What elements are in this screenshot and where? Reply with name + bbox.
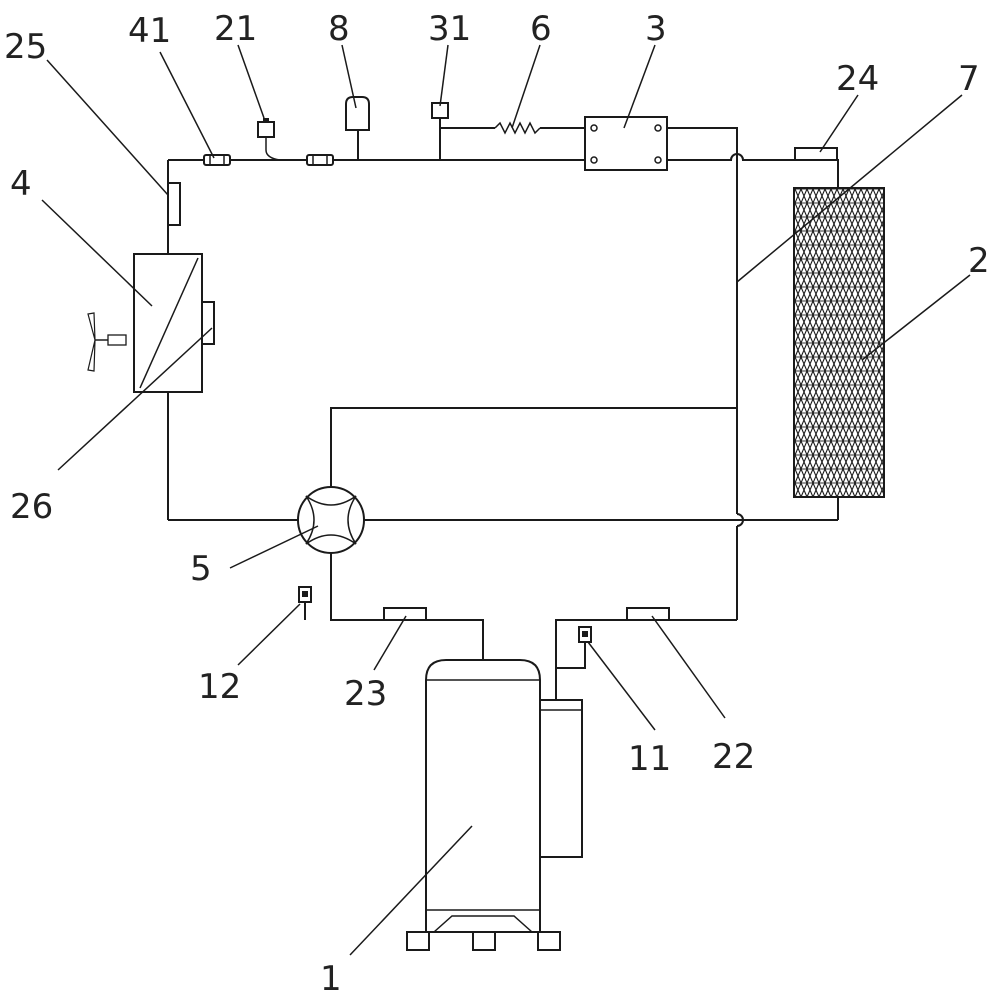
sensor-24 bbox=[794, 147, 838, 161]
four-way-valve-5 bbox=[297, 486, 365, 554]
filter-41 bbox=[203, 154, 231, 166]
label-24: 24 bbox=[836, 59, 879, 99]
leader-lines bbox=[41, 44, 971, 956]
capillary-6 bbox=[494, 121, 541, 135]
label-6: 6 bbox=[530, 9, 552, 49]
label-12: 12 bbox=[198, 667, 241, 707]
label-2: 2 bbox=[968, 241, 990, 281]
pipe-sensor-11 bbox=[556, 642, 586, 669]
sensor-23 bbox=[383, 607, 427, 621]
label-3: 3 bbox=[645, 9, 667, 49]
label-11: 11 bbox=[628, 739, 671, 779]
label-25: 25 bbox=[4, 27, 47, 67]
pressure-sensor-11 bbox=[578, 626, 592, 643]
label-31: 31 bbox=[428, 9, 471, 49]
fan-icon bbox=[87, 312, 127, 372]
label-4: 4 bbox=[10, 164, 32, 204]
accumulator bbox=[539, 699, 583, 858]
label-5: 5 bbox=[190, 549, 212, 589]
valve-21 bbox=[257, 118, 281, 161]
label-41: 41 bbox=[128, 11, 171, 51]
plate-heat-exchanger-3 bbox=[584, 116, 668, 171]
pipe-valve-top bbox=[330, 407, 737, 487]
receiver-8 bbox=[345, 96, 370, 160]
label-22: 22 bbox=[712, 737, 755, 777]
sensor-22 bbox=[626, 607, 670, 621]
pipe-suction bbox=[555, 619, 737, 700]
label-26: 26 bbox=[10, 487, 53, 527]
filter-second bbox=[306, 154, 334, 166]
heat-exchanger-4 bbox=[133, 253, 203, 393]
label-7: 7 bbox=[958, 59, 980, 99]
label-8: 8 bbox=[328, 9, 350, 49]
pressure-sensor-12 bbox=[298, 586, 312, 603]
sensor-25 bbox=[167, 182, 181, 226]
label-1: 1 bbox=[320, 959, 342, 999]
piping bbox=[167, 118, 839, 700]
sensor-26 bbox=[201, 301, 215, 345]
label-21: 21 bbox=[214, 9, 257, 49]
label-23: 23 bbox=[344, 674, 387, 714]
pipe-valve-bottom bbox=[330, 553, 484, 660]
labels: 25 41 21 8 31 6 3 24 7 4 2 26 5 12 23 11… bbox=[4, 9, 990, 999]
coil-2 bbox=[793, 187, 885, 498]
compressor-1 bbox=[406, 659, 561, 951]
pipe-phe-upper-right bbox=[667, 127, 738, 150]
